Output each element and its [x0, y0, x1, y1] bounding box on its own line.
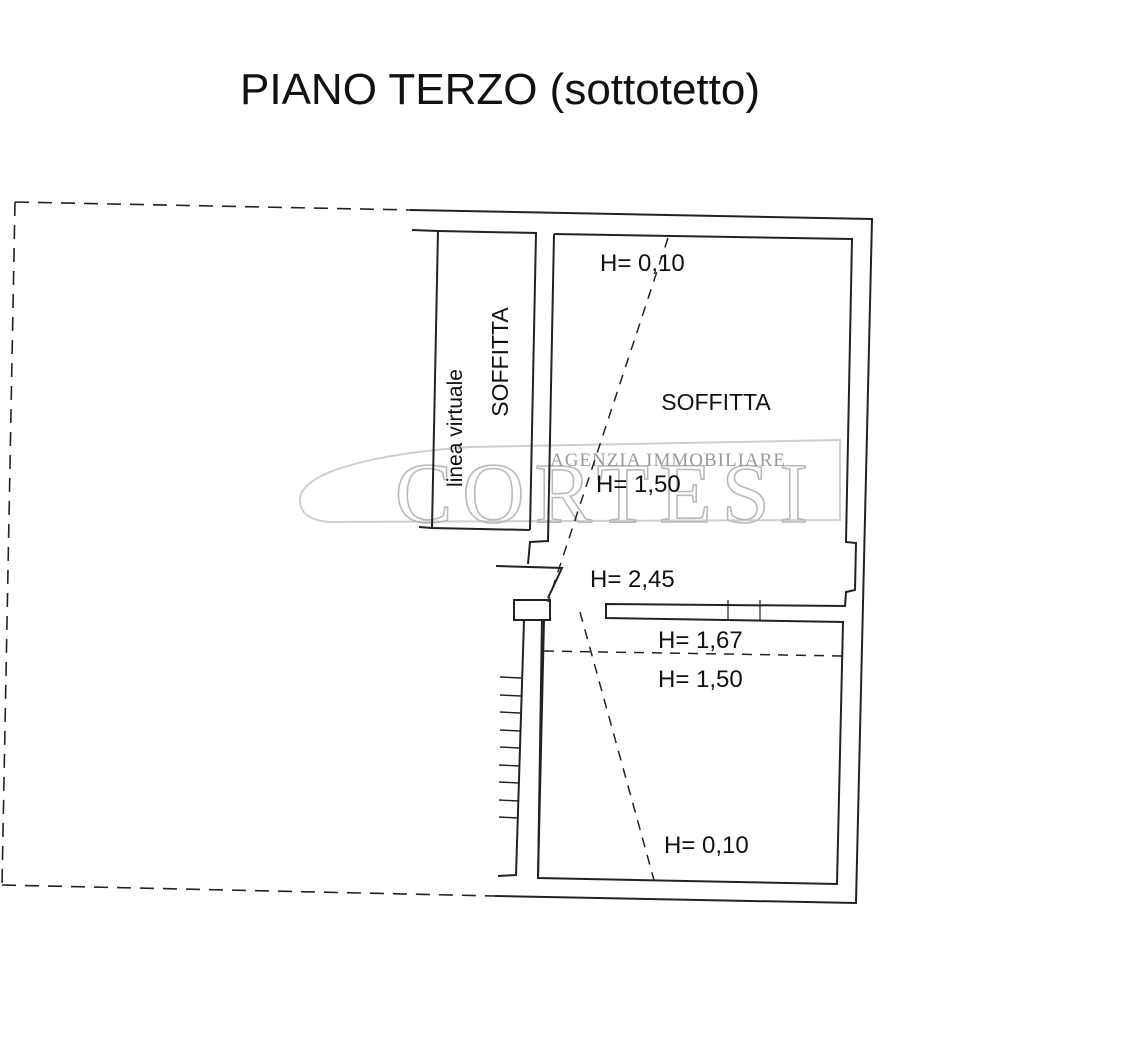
room-label-soffitta-strip: SOFFITTA: [487, 307, 513, 417]
watermark: CORTESI AGENZIA IMMOBILIARE: [298, 438, 841, 542]
outer-wall: [409, 209, 874, 905]
room-soffitta-upper-walls: [495, 233, 858, 886]
height-label-corridor: H= 2,45: [590, 566, 675, 593]
height-label-top: H= 0,10: [600, 250, 685, 277]
room-label-soffitta: SOFFITTA: [661, 389, 771, 415]
height-label-bottom: H= 0,10: [664, 832, 749, 859]
corridor-ticks: [727, 600, 761, 620]
boundary-bottom: [1, 884, 496, 897]
watermark-swoosh: [298, 438, 841, 524]
outer-walls: [409, 209, 874, 905]
height-label-lower-a: H= 1,67: [658, 627, 743, 654]
watermark-agency: AGENZIA IMMOBILIARE: [550, 450, 786, 471]
column: [497, 599, 551, 879]
height-label-upper-mid: H= 1,50: [596, 471, 681, 498]
label-linea-virtuale: linea virtuale: [444, 369, 467, 487]
height-label-lower-b: H= 1,50: [658, 666, 743, 693]
stair-treads: [498, 676, 522, 819]
boundary-left: [1, 201, 16, 886]
height-lines: [543, 237, 844, 881]
adjacent-boundary: [1, 201, 496, 897]
boundary-top: [14, 201, 411, 211]
height-line-horizontal: [543, 650, 844, 657]
plan-title: PIANO TERZO (sottotetto): [240, 65, 760, 114]
watermark-name: CORTESI: [395, 445, 818, 541]
height-line-upper: [547, 237, 669, 603]
